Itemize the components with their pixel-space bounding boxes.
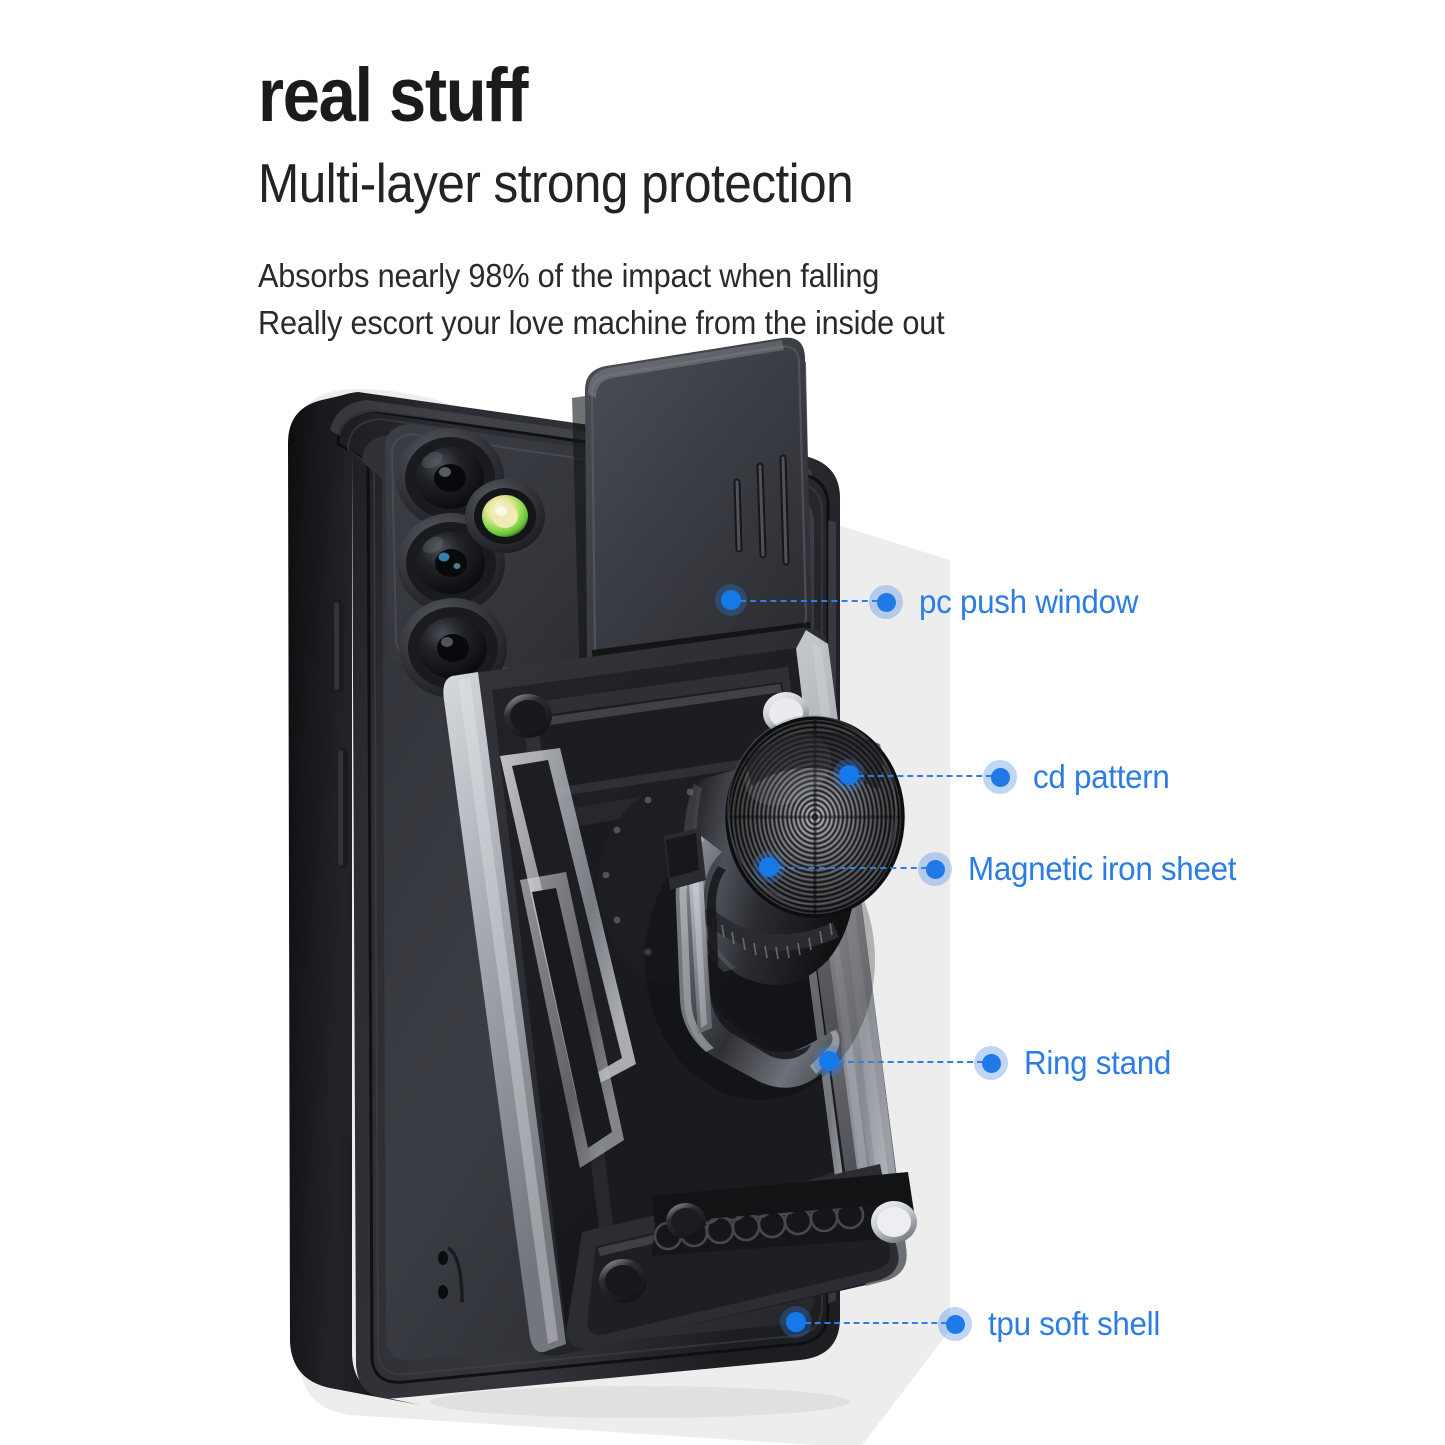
collar-knurl: [698, 905, 840, 960]
camera-module: [385, 424, 614, 698]
callout-dash-magnetic-iron-sheet: [778, 867, 927, 869]
bottom-port-holes: [438, 1246, 464, 1303]
callout-label-cd-pattern: cd pattern: [1033, 758, 1170, 795]
callout-label-magnetic-iron-sheet: Magnetic iron sheet: [968, 850, 1237, 887]
callout-dot-ring-stand: [974, 1046, 1008, 1080]
description-line-1: Absorbs nearly 98% of the impact when fa…: [258, 257, 880, 294]
callout-dot-pc-push-window: [869, 585, 903, 619]
callout-pc-push-window[interactable]: pc push window: [869, 583, 1150, 621]
page-subtitle: Multi-layer strong protection: [258, 152, 854, 214]
callout-label-ring-stand: Ring stand: [1024, 1044, 1172, 1081]
side-buttons: [333, 600, 348, 868]
callout-dot-tpu-soft-shell: [938, 1307, 972, 1341]
callout-label-pc-push-window: pc push window: [919, 583, 1139, 620]
led-flash: [465, 479, 545, 553]
callout-magnetic-iron-sheet[interactable]: Magnetic iron sheet: [918, 850, 1250, 888]
description-block: Absorbs nearly 98% of the impact when fa…: [258, 253, 1258, 347]
callout-dash-ring-stand: [838, 1061, 983, 1063]
armor-corner-studs: [504, 692, 917, 1303]
page-title: real stuff: [258, 53, 529, 138]
callout-dash-cd-pattern: [858, 775, 992, 777]
callout-dash-tpu-soft-shell: [805, 1322, 947, 1324]
callout-dot-cd-pattern: [983, 760, 1017, 794]
pc-push-window-slider: [572, 337, 813, 686]
slider-grip-lines: [733, 454, 790, 566]
callout-dash-pc-push-window: [740, 600, 878, 602]
callout-tpu-soft-shell[interactable]: tpu soft shell: [938, 1305, 1169, 1343]
description-line-2: Really escort your love machine from the…: [258, 303, 945, 341]
callout-dot-magnetic-iron-sheet: [918, 852, 952, 886]
callout-label-tpu-soft-shell: tpu soft shell: [988, 1305, 1161, 1342]
header-block: real stuff Multi-layer strong protection…: [258, 58, 1258, 347]
callout-ring-stand[interactable]: Ring stand: [974, 1044, 1179, 1082]
cd-pattern-disc: [725, 715, 905, 918]
callout-cd-pattern[interactable]: cd pattern: [983, 758, 1177, 796]
